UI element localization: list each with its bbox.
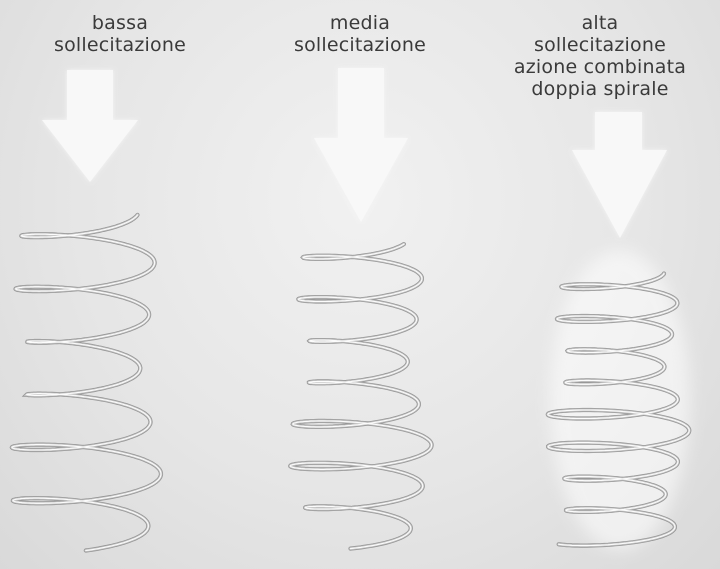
label-line: sollecitazione	[534, 34, 666, 56]
spring-medium-load	[288, 242, 434, 551]
label-high-load: alta sollecitazione azione combinata dop…	[480, 12, 720, 100]
down-arrow-icon	[42, 70, 138, 182]
label-line: sollecitazione	[54, 34, 186, 56]
label-line: bassa	[91, 12, 149, 34]
label-low-load: bassa sollecitazione	[0, 12, 240, 56]
spring-wire-highlight	[289, 243, 433, 550]
spring-wire-highlight	[547, 272, 690, 547]
column-medium-load: media sollecitazione	[240, 0, 480, 569]
column-high-load: alta sollecitazione azione combinata dop…	[480, 0, 720, 569]
column-low-load: bassa sollecitazione	[0, 0, 240, 569]
spring-wire-highlight	[11, 214, 162, 552]
spring-low-load	[9, 212, 164, 553]
label-line: azione combinata	[513, 56, 687, 78]
label-line: sollecitazione	[294, 34, 426, 56]
spring-high-load	[545, 271, 692, 548]
label-medium-load: media sollecitazione	[240, 12, 480, 56]
spring-wire	[288, 242, 433, 550]
label-line: alta	[581, 12, 619, 34]
down-arrow-icon	[314, 68, 408, 222]
down-arrow-icon	[572, 112, 667, 238]
label-line: doppia spirale	[531, 78, 669, 100]
label-line: media	[329, 12, 391, 34]
